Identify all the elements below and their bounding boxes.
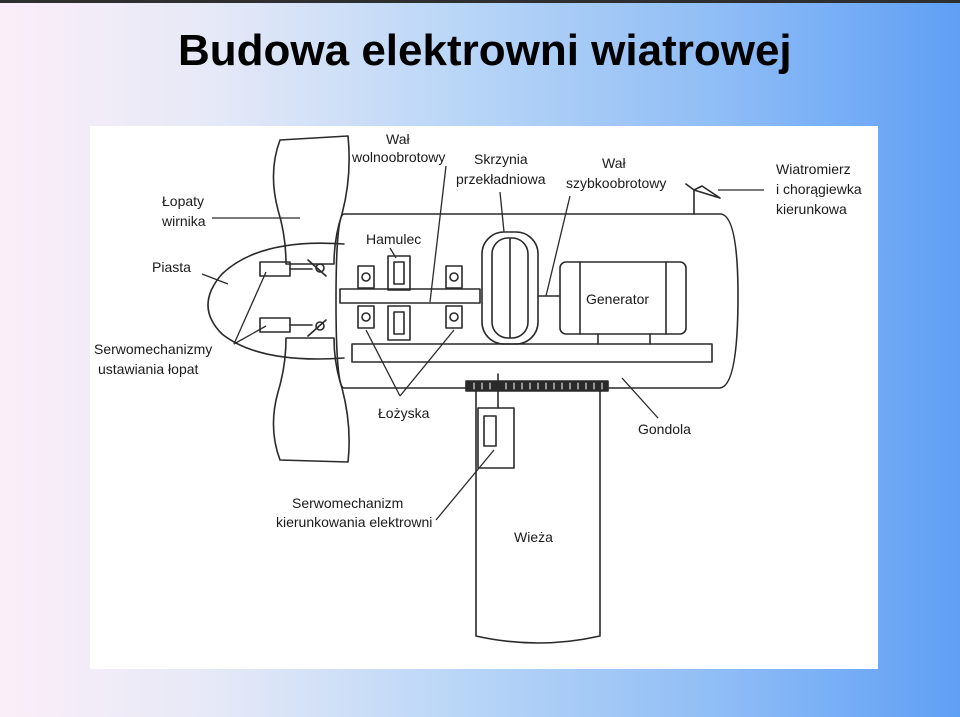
pitch-servo-lower: [259, 317, 327, 337]
brake: [387, 255, 411, 341]
yaw-gear-ring: [465, 380, 609, 392]
label-tower: Wieża: [514, 529, 553, 545]
leader-pitch-servos-b: [233, 325, 267, 345]
label-hub: Piasta: [152, 259, 191, 275]
label-yaw-servo: Serwomechanizm kierunkowania elektrowni: [276, 495, 432, 530]
label-pitch-servos: Serwomechanizmy ustawiania łopat: [94, 341, 216, 377]
nacelle: [335, 213, 739, 389]
leader-bearings-b: [399, 329, 455, 397]
label-high-speed-shaft: Wał szybkoobrotowy: [566, 155, 666, 191]
wind-turbine-diagram: Wał wolnoobrotowy Skrzynia przekładniowa…: [90, 126, 878, 669]
anemometer-vane: [685, 183, 721, 215]
tower: [475, 387, 601, 644]
top-border-line: [0, 0, 960, 3]
rotor-blade-upper: [272, 135, 350, 265]
label-bearings: Łożyska: [378, 405, 430, 421]
slide-title: Budowa elektrowni wiatrowej: [178, 26, 792, 75]
leader-pitch-servos-a: [233, 271, 267, 345]
label-gearbox: Skrzynia przekładniowa: [456, 151, 546, 187]
rotor-blade-lower: [272, 337, 350, 463]
label-anemometer: Wiatromierz i chorągiewka kierunkowa: [776, 161, 866, 217]
label-low-speed-shaft: Wał wolnoobrotowy: [351, 131, 445, 165]
hub: [207, 242, 345, 360]
gearbox: [481, 231, 539, 345]
main-shaft: [339, 288, 561, 304]
label-rotor-blades: Łopaty wirnika: [161, 193, 208, 229]
label-nacelle: Gondola: [638, 421, 691, 437]
leader-brake: [389, 247, 397, 259]
bed-plate: [351, 343, 713, 363]
label-brake: Hamulec: [366, 231, 421, 247]
label-generator: Generator: [586, 291, 649, 307]
leader-bearings-a: [365, 329, 401, 397]
generator: [559, 261, 687, 345]
yaw-servo-motor: [477, 373, 515, 469]
bearings: [357, 265, 463, 329]
leader-high-speed-shaft: [545, 195, 571, 297]
leader-hub: [201, 273, 229, 285]
pitch-servo-upper: [259, 259, 327, 277]
leader-yaw-servo: [435, 449, 495, 521]
leader-nacelle: [621, 377, 659, 419]
leader-gearbox: [499, 191, 505, 233]
leader-low-speed-shaft: [429, 165, 447, 303]
